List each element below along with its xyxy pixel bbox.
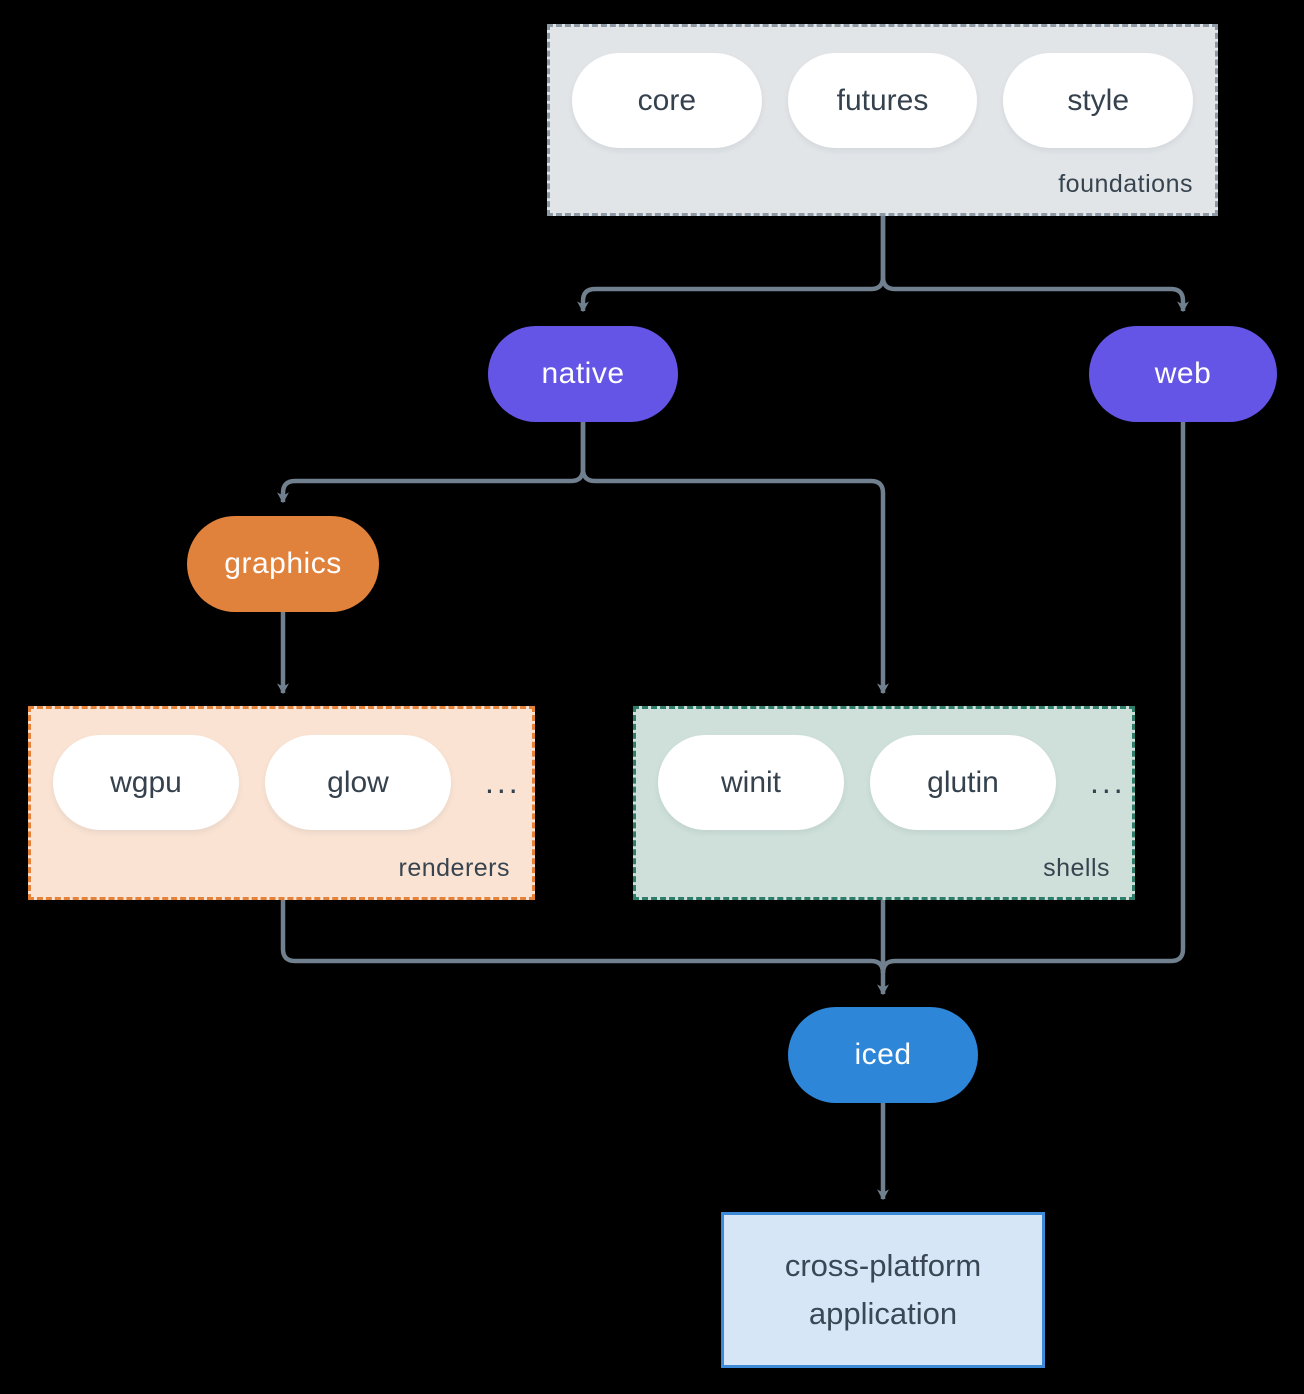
edge-native-graphics — [276, 422, 586, 504]
shells-pill-row: winit glutin ... — [658, 735, 1123, 830]
group-foundations: core futures style foundations — [547, 24, 1218, 216]
edge-foundations-web — [880, 216, 1190, 313]
group-renderers: wgpu glow ... renderers — [28, 706, 535, 900]
edge-renderers-merge — [280, 900, 886, 974]
node-cross-platform-application: cross-platform application — [721, 1212, 1045, 1368]
node-iced: iced — [788, 1007, 978, 1103]
shells-ellipsis: ... — [1090, 764, 1126, 800]
foundations-label: foundations — [1058, 170, 1193, 198]
application-label-line2: application — [808, 1296, 958, 1331]
shells-label: shells — [1043, 854, 1110, 882]
application-label-line1: cross-platform — [784, 1248, 982, 1283]
node-native: native — [488, 326, 678, 422]
renderers-ellipsis: ... — [485, 764, 521, 800]
pill-core: core — [572, 53, 762, 148]
pill-wgpu: wgpu — [53, 735, 239, 830]
node-web: web — [1089, 326, 1277, 422]
pill-futures: futures — [787, 53, 978, 148]
renderers-label: renderers — [398, 854, 510, 882]
group-shells: winit glutin ... shells — [633, 706, 1135, 900]
foundations-pill-row: core futures style — [572, 53, 1194, 148]
pill-glutin: glutin — [870, 735, 1056, 830]
pill-glow: glow — [265, 735, 451, 830]
edge-native-shells — [580, 422, 890, 695]
edge-foundations-native — [576, 216, 886, 313]
pill-style: style — [1003, 53, 1194, 148]
renderers-pill-row: wgpu glow ... — [53, 735, 518, 830]
pill-winit: winit — [658, 735, 844, 830]
node-graphics: graphics — [187, 516, 379, 612]
